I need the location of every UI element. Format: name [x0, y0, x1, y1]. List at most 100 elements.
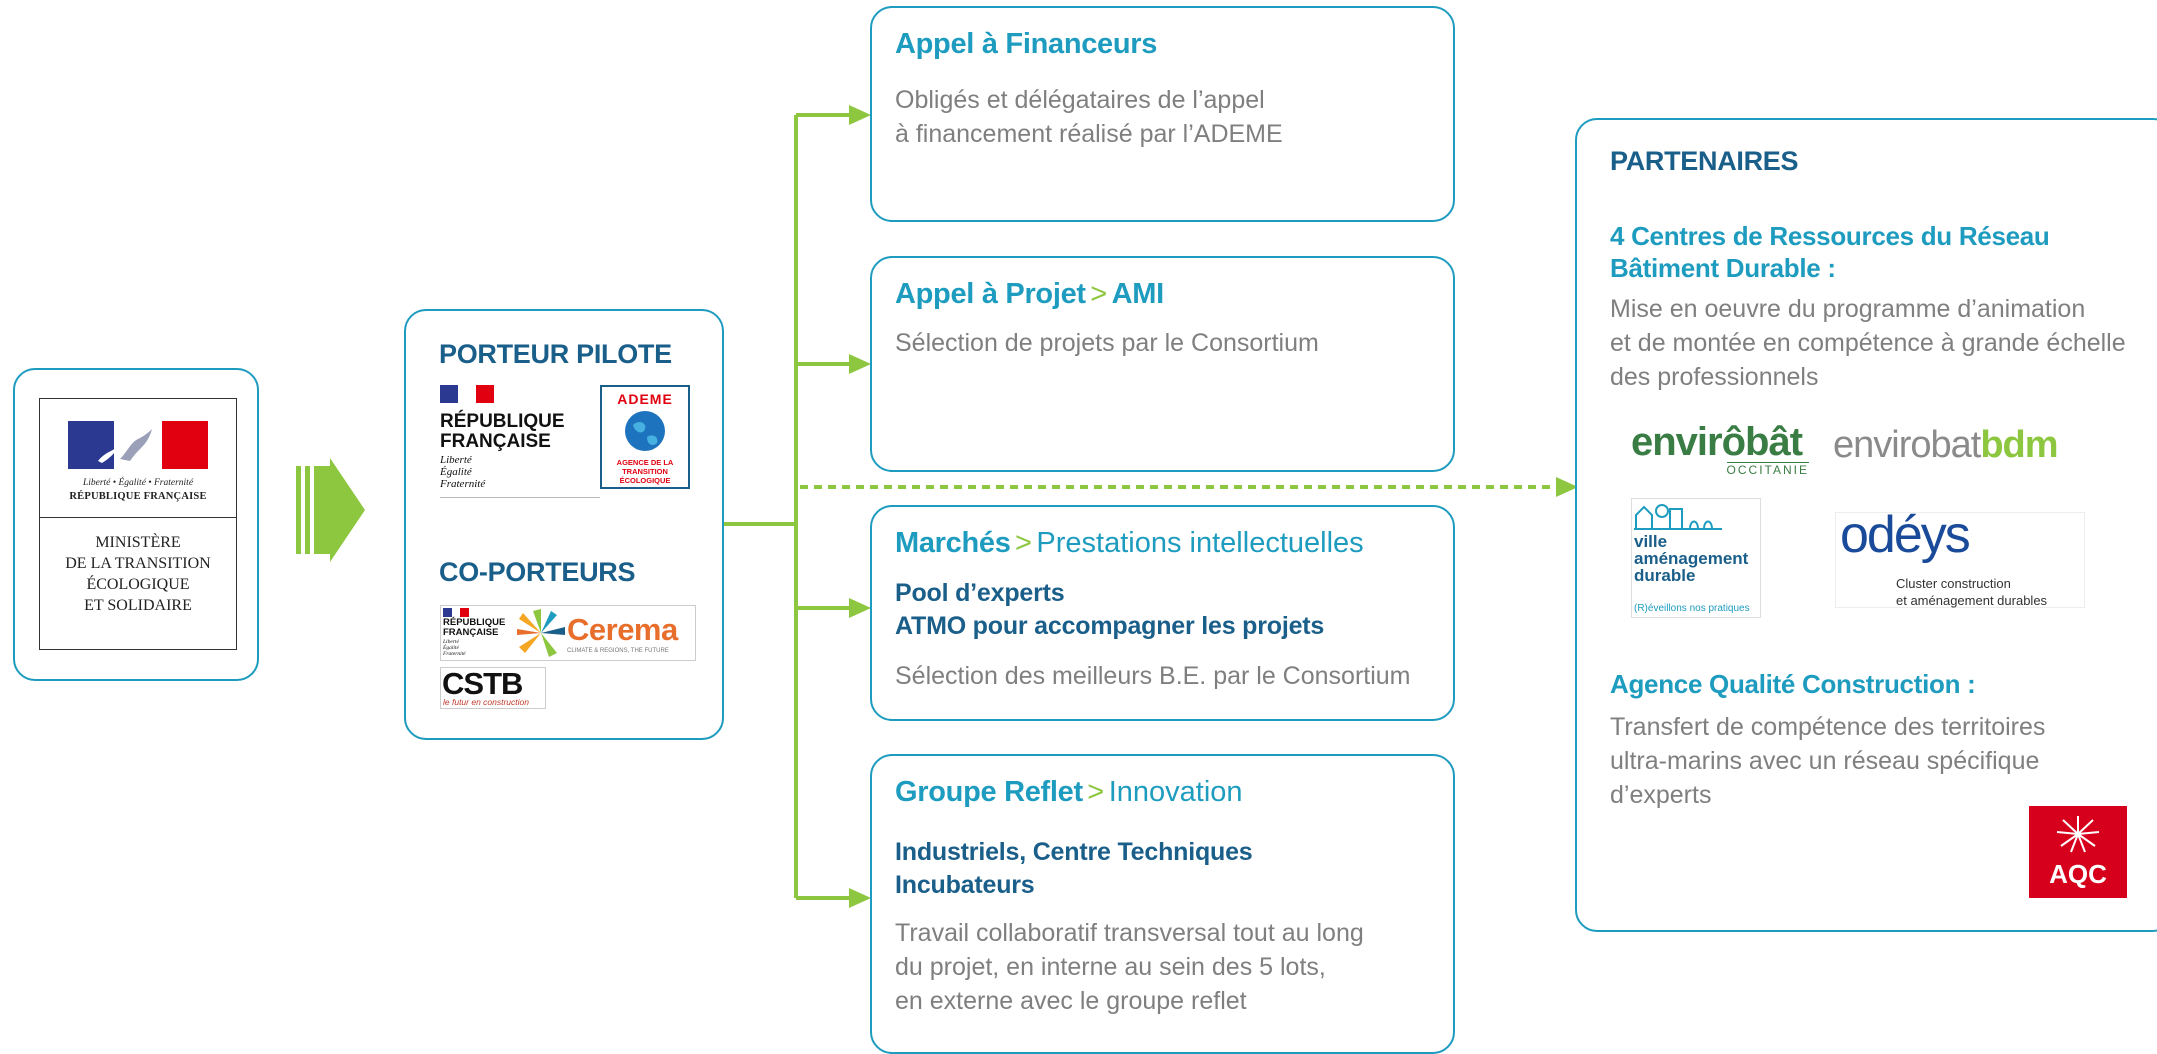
cerema-name: Cerema [567, 612, 678, 647]
rf-small-motto: Liberté [443, 639, 459, 645]
ville-amenagement-logo: ville aménagement durable (R)éveillons n… [1631, 498, 1761, 618]
rf-small-flag-icon [443, 608, 469, 617]
ademe-logo: ADEME AGENCE DE LA TRANSITION ÉCOLOGIQUE [600, 385, 690, 489]
reflet-sep: > [1087, 776, 1105, 808]
ademe-sub: AGENCE DE LA [616, 458, 674, 467]
big-green-arrow [296, 458, 365, 562]
reflet-box: Groupe Reflet > Innovation Industriels, … [870, 754, 1455, 1054]
ministry-box: Liberté • Égalité • Fraternité RÉPUBLIQU… [13, 368, 259, 681]
cstb-name: CSTB [442, 666, 523, 701]
reflet-bold-lines: Industriels, Centre Techniques Incubateu… [895, 836, 1253, 902]
centres-line: Mise en oeuvre du programme d’animation [1610, 295, 2086, 323]
ministry-name: MINISTÈRE DE LA TRANSITION ÉCOLOGIQUE ET… [40, 518, 236, 616]
financeurs-line: Obligés et délégataires de l’appel [895, 86, 1265, 114]
aqc-line: ultra-marins avec un réseau spécifique [1610, 747, 2040, 775]
porteur-box: PORTEUR PILOTE RÉPUBLIQUE FRANÇAISE Libe… [404, 309, 724, 740]
envirobat-bdm-name: envirobat [1833, 424, 1981, 466]
marches-bold-line: Pool d’experts [895, 579, 1065, 607]
cerema-mark-icon [517, 609, 565, 657]
reflet-bold-line: Industriels, Centre Techniques [895, 838, 1253, 866]
aqc-logo: AQC [2029, 806, 2127, 898]
centres-line: des professionnels [1610, 363, 1819, 391]
marches-box: Marchés > Prestations intellectuelles Po… [870, 505, 1455, 721]
ville-line: ville [1634, 532, 1668, 551]
cstb-tagline: le futur en construction [443, 697, 529, 707]
marches-bold-line: ATMO pour accompagner les projets [895, 612, 1325, 640]
projet-title-line: Appel à Projet > AMI [895, 278, 1164, 311]
financeurs-box: Appel à Financeurs Obligés et délégatair… [870, 6, 1455, 222]
marches-title: Marchés [895, 527, 1011, 559]
tree-arrowheads [849, 105, 871, 908]
odeys-name: odéys [1840, 506, 1971, 564]
rf-cerema-logo: RÉPUBLIQUE FRANÇAISE Liberté Égalité Fra… [440, 605, 696, 661]
aqc-line: Transfert de compétence des territoires [1610, 713, 2046, 741]
envirobat-occitanie-name: envirôbât [1631, 420, 1803, 464]
reflet-title: Groupe Reflet [895, 776, 1083, 808]
rf-motto: Égalité [440, 466, 472, 478]
envirobat-bdm-suffix: bdm [1980, 424, 2058, 466]
porteur-pilote-title: PORTEUR PILOTE [439, 339, 672, 369]
marches-description: Sélection des meilleurs B.E. par le Cons… [895, 659, 1411, 693]
reflet-line: du projet, en interne au sein des 5 lots… [895, 953, 1326, 981]
projet-sep: > [1090, 278, 1108, 310]
marianne-flag-icon [68, 421, 208, 469]
envirobat-bdm-logo: envirobatbdm [1833, 424, 2133, 474]
partenaires-title: PARTENAIRES [1610, 146, 1799, 176]
ministry-line: ÉCOLOGIQUE [86, 576, 190, 593]
republique-francaise-logo: RÉPUBLIQUE FRANÇAISE Liberté Égalité Fra… [440, 385, 600, 498]
ville-tagline: (R)éveillons nos pratiques [1634, 603, 1750, 614]
rf-motto: Liberté [440, 454, 472, 466]
projet-description: Sélection de projets par le Consortium [895, 326, 1319, 360]
rf-small-line: FRANÇAISE [443, 627, 499, 638]
ademe-sub: TRANSITION [622, 467, 668, 476]
envirobat-occitanie-logo: envirôbât OCCITANIE [1631, 420, 1809, 477]
reflet-description: Travail collaboratif transversal tout au… [895, 916, 1364, 1018]
partenaires-box: PARTENAIRES 4 Centres de Ressources du R… [1575, 118, 2157, 932]
marches-line: Sélection des meilleurs B.E. par le Cons… [895, 662, 1411, 690]
dashed-arrowhead [1556, 477, 1578, 497]
rf-small-motto: Fraternité [443, 651, 466, 657]
tree-connector [724, 113, 852, 900]
aqc-name: AQC [2049, 859, 2107, 889]
centres-subtitle-line: Bâtiment Durable : [1610, 253, 1836, 283]
financeurs-title: Appel à Financeurs [895, 28, 1158, 60]
financeurs-title-line: Appel à Financeurs [895, 28, 1157, 61]
marianne-block: Liberté • Égalité • Fraternité RÉPUBLIQU… [40, 399, 236, 518]
projet-title: Appel à Projet [895, 278, 1086, 310]
aqc-description: Transfert de compétence des territoires … [1610, 710, 2045, 812]
aqc-line: d’experts [1610, 781, 1712, 809]
globe-icon [625, 411, 665, 451]
cstb-logo: CSTB le futur en construction [440, 666, 546, 709]
marches-subtitle: Prestations intellectuelles [1036, 527, 1364, 559]
houses-outline-icon [1634, 504, 1722, 530]
reflet-bold-line: Incubateurs [895, 871, 1035, 899]
centres-line: et de montée en compétence à grande éche… [1610, 329, 2126, 357]
financeurs-description: Obligés et délégataires de l’appel à fin… [895, 83, 1283, 151]
odeys-logo: odéys Cluster construction et aménagemen… [1835, 506, 2085, 608]
ademe-name: ADEME [617, 391, 673, 407]
centres-description: Mise en oeuvre du programme d’animation … [1610, 292, 2126, 394]
rf-motto: Fraternité [440, 478, 486, 490]
ministry-line: MINISTÈRE [95, 534, 181, 551]
ministry-logo: Liberté • Égalité • Fraternité RÉPUBLIQU… [39, 398, 237, 650]
reflet-line: Travail collaboratif transversal tout au… [895, 919, 1364, 947]
rf-flag-icon [440, 385, 494, 403]
ministry-line: DE LA TRANSITION [65, 555, 211, 572]
rf-line: FRANÇAISE [440, 431, 551, 452]
envirobat-occitanie-sub: OCCITANIE [1726, 462, 1809, 477]
projet-box: Appel à Projet > AMI Sélection de projet… [870, 256, 1455, 472]
ministry-republique: RÉPUBLIQUE FRANÇAISE [69, 491, 207, 502]
cerema-tagline: CLIMATE & REGIONS, THE FUTURE [567, 648, 669, 654]
ministry-motto: Liberté • Égalité • Fraternité [82, 478, 194, 488]
marches-bold-lines: Pool d’experts ATMO pour accompagner les… [895, 577, 1324, 643]
reflet-subtitle: Innovation [1108, 776, 1243, 808]
centres-subtitle-line: 4 Centres de Ressources du Réseau [1610, 221, 2050, 251]
ademe-sub: ÉCOLOGIQUE [619, 476, 671, 485]
odeys-tagline: et aménagement durables [1896, 593, 2048, 608]
ville-line: durable [1634, 566, 1696, 585]
odeys-tagline: Cluster construction [1896, 576, 2011, 591]
reflet-title-line: Groupe Reflet > Innovation [895, 776, 1243, 809]
ville-line: aménagement [1634, 549, 1749, 568]
projet-line: Sélection de projets par le Consortium [895, 329, 1319, 357]
